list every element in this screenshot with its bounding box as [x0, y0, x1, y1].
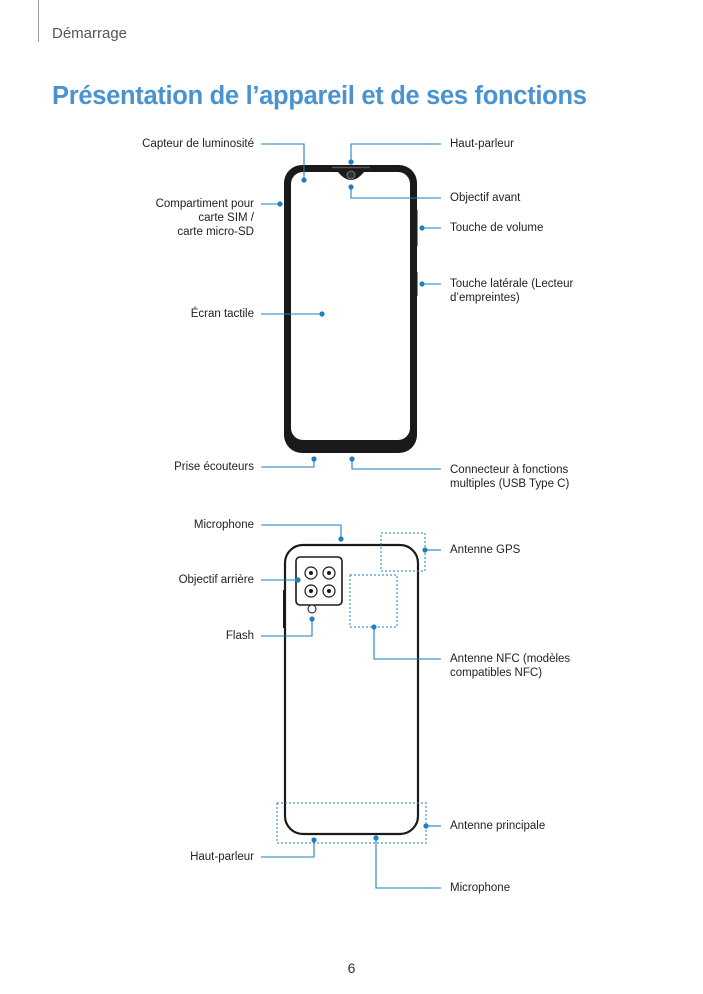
callout-connector — [351, 459, 441, 470]
main-antenna-zone — [276, 802, 427, 844]
callout-flash — [261, 619, 313, 637]
page-number: 6 — [347, 960, 356, 976]
camera-module — [295, 556, 343, 606]
label-mic-bottom: Microphone — [450, 882, 511, 894]
volume-key-shape — [414, 210, 418, 246]
callout-light-sensor — [261, 143, 305, 180]
callout-dot — [319, 311, 325, 317]
label-gps-antenna: Antenne GPS — [450, 544, 521, 556]
label-nfc-antenna-line2: compatibles NFC) — [450, 667, 543, 679]
page-title: Présentation de l’appareil et de ses fon… — [52, 82, 587, 110]
label-headset-jack: Prise écouteurs — [174, 461, 254, 473]
callout-front-camera — [350, 187, 441, 199]
label-side-key-line1: Touche latérale (Lecteur — [450, 278, 574, 290]
label-side-key-line2: d’empreintes) — [450, 292, 520, 304]
label-front-camera: Objectif avant — [450, 192, 521, 204]
front-camera-icon — [346, 170, 356, 180]
back-phone-illustration — [276, 532, 427, 844]
callout-dot — [301, 177, 307, 183]
label-rear-camera: Objectif arrière — [178, 574, 254, 586]
callout-speaker-back — [261, 840, 315, 858]
label-light-sensor: Capteur de luminosité — [142, 138, 254, 150]
back-side-keys — [283, 590, 286, 628]
callout-dot — [349, 456, 355, 462]
label-main-antenna: Antenne principale — [450, 820, 546, 832]
callout-dot — [338, 536, 344, 542]
callout-dot — [419, 281, 425, 287]
callout-dot — [348, 159, 354, 165]
side-key-shape — [414, 272, 418, 296]
nfc-antenna-zone — [349, 574, 398, 628]
front-phone-screen — [291, 172, 410, 440]
label-connector-line2: multiples (USB Type C) — [450, 478, 570, 490]
section-divider — [38, 0, 39, 42]
callout-dot — [348, 184, 354, 190]
label-sim-tray-line3: carte micro-SD — [177, 226, 254, 238]
front-phone-illustration — [284, 165, 418, 453]
callout-dot — [295, 577, 301, 583]
label-sim-tray-line2: carte SIM / — [198, 212, 254, 224]
label-connector-line1: Connecteur à fonctions — [450, 464, 569, 476]
callout-dot — [277, 201, 283, 207]
label-sim-tray-line1: Compartiment pour — [155, 198, 254, 210]
label-volume-key: Touche de volume — [450, 222, 544, 234]
label-touchscreen: Écran tactile — [190, 308, 254, 320]
label-mic-top: Microphone — [193, 519, 254, 531]
flash-icon — [307, 604, 317, 614]
label-flash: Flash — [225, 630, 254, 642]
back-phone-body — [283, 543, 420, 836]
callout-speaker-front — [350, 143, 441, 162]
callout-dot — [309, 616, 315, 622]
callout-headset-jack — [261, 459, 315, 468]
callout-dot — [422, 547, 428, 553]
section-header: Démarrage — [52, 25, 128, 42]
callout-dot — [371, 624, 377, 630]
label-speaker-front: Haut-parleur — [450, 138, 514, 150]
callout-mic-bottom — [375, 838, 441, 889]
label-speaker-back: Haut-parleur — [190, 851, 254, 863]
callout-mic-top — [261, 524, 342, 539]
callout-dot — [311, 837, 317, 843]
callout-dot — [423, 823, 429, 829]
label-nfc-antenna-line1: Antenne NFC (modèles — [450, 653, 571, 665]
callout-dot — [419, 225, 425, 231]
callout-nfc — [373, 627, 441, 660]
callout-dot — [311, 456, 317, 462]
gps-antenna-zone — [380, 532, 426, 572]
callout-dot — [373, 835, 379, 841]
